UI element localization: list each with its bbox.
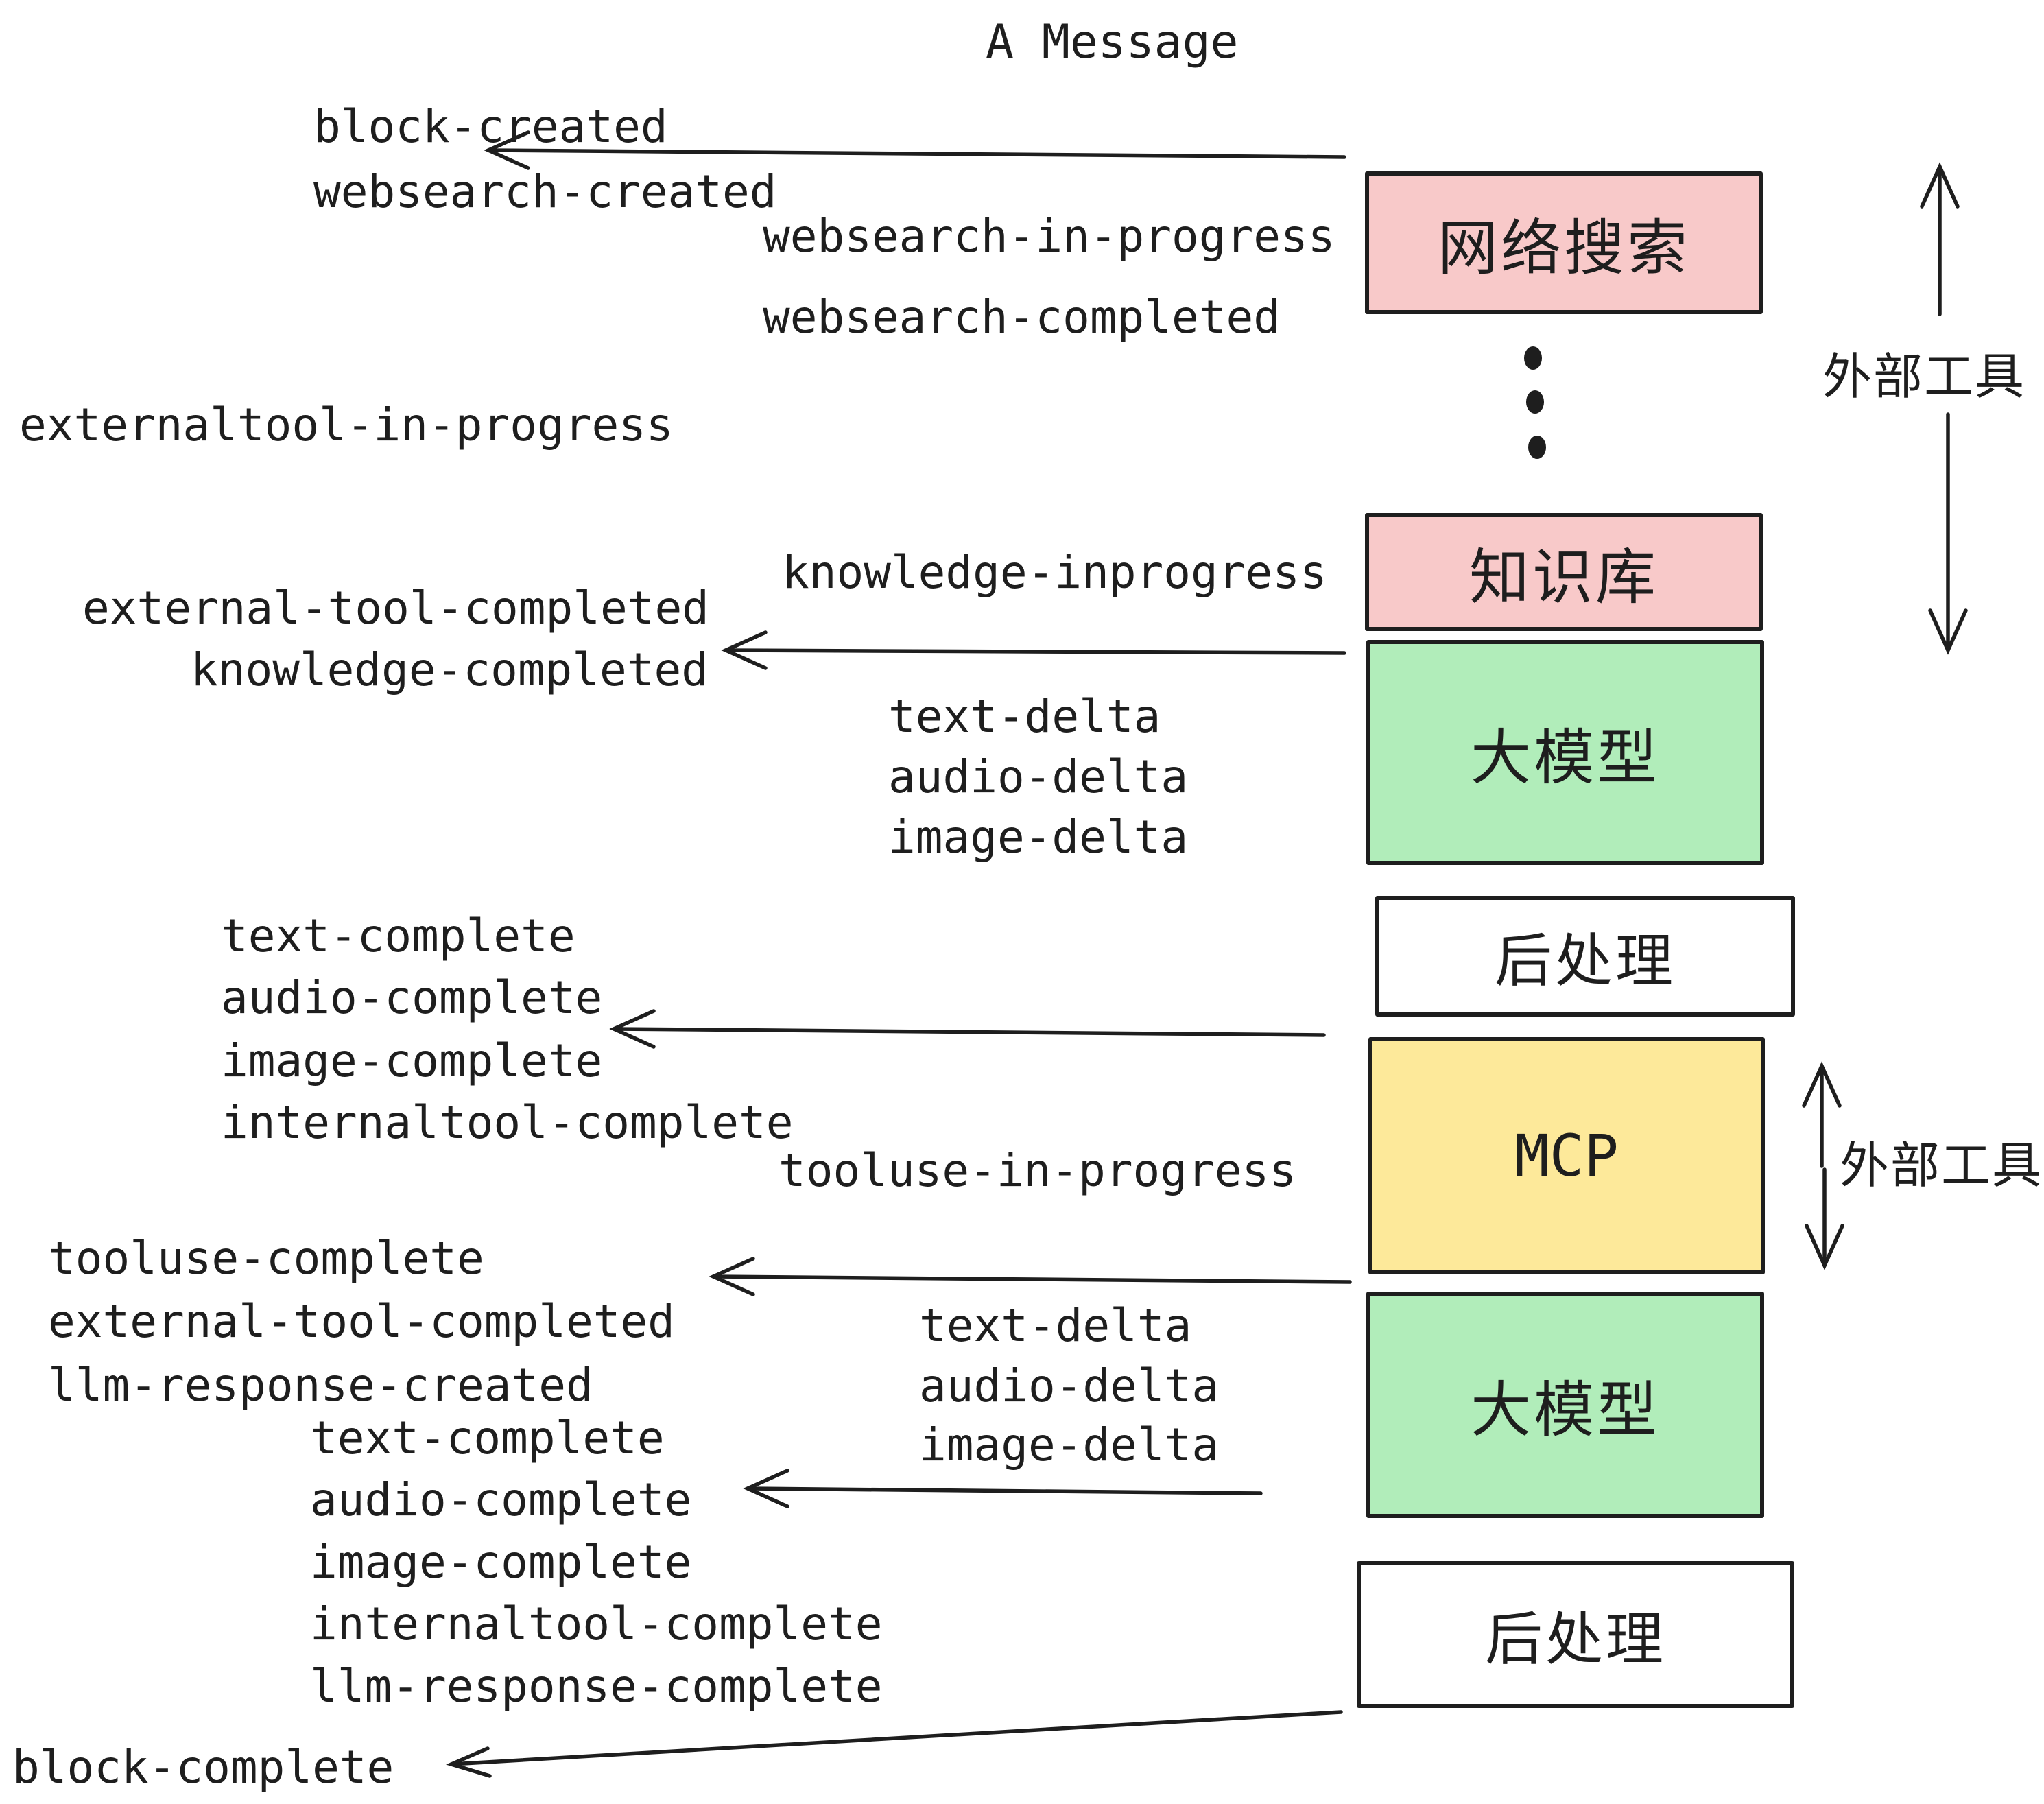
arrow-mcp-external-down	[1805, 1167, 1844, 1270]
node-postprocess-1: 后处理	[1375, 896, 1795, 1017]
label-websearch-in-progress: websearch-in-progress	[763, 210, 1335, 263]
label-tooluse-complete: tooluse-complete	[48, 1232, 484, 1285]
node-postprocess-2: 后处理	[1357, 1561, 1794, 1708]
label-image-complete: image-complete	[221, 1034, 603, 1087]
node-websearch: 网络搜索	[1365, 171, 1763, 314]
node-llm-2-label: 大模型	[1470, 1374, 1660, 1445]
label-block-complete: block-complete	[12, 1741, 394, 1794]
annotation-external-tools-top: 外部工具	[1822, 348, 2026, 405]
ellipsis-dots	[1524, 346, 1546, 459]
label-text-delta-2: text-delta	[919, 1299, 1192, 1352]
label-audio-complete: audio-complete	[221, 971, 603, 1024]
node-postprocess-2-label: 后处理	[1484, 1605, 1666, 1673]
node-llm-1-label: 大模型	[1470, 722, 1660, 793]
label-knowledge-completed: knowledge-completed	[191, 643, 709, 696]
arrow-block-complete	[446, 1710, 1343, 1778]
label-external-tool-completed-2: external-tool-completed	[48, 1295, 675, 1348]
label-external-tool-completed: external-tool-completed	[82, 582, 709, 634]
label-block-created: block-created	[313, 100, 668, 153]
label-llm-response-complete: llm-response-complete	[310, 1660, 883, 1713]
arrow-tooluse-complete	[709, 1257, 1352, 1296]
label-text-delta: text-delta	[888, 690, 1161, 743]
node-llm-2: 大模型	[1366, 1292, 1764, 1518]
label-image-delta-2: image-delta	[919, 1419, 1220, 1471]
arrow-websearch-created	[484, 130, 1346, 170]
label-internaltool-complete-2: internaltool-complete	[310, 1598, 883, 1650]
arrow-mcp-external-up	[1802, 1061, 1842, 1168]
label-audio-delta-2: audio-delta	[919, 1360, 1220, 1412]
label-internaltool-complete: internaltool-complete	[221, 1096, 794, 1149]
node-knowledge-label: 知识库	[1469, 541, 1659, 613]
label-audio-complete-2: audio-complete	[310, 1473, 692, 1526]
label-text-complete-2: text-complete	[310, 1412, 665, 1464]
node-mcp: MCP	[1368, 1037, 1765, 1274]
label-knowledge-inprogress: knowledge-inprogress	[782, 546, 1327, 599]
arrow-external-tools-down	[1928, 412, 1968, 655]
arrow-llm-complete	[743, 1469, 1263, 1508]
label-externaltool-in-progress: externaltool-in-progress	[19, 399, 674, 451]
label-tooluse-in-progress: tooluse-in-progress	[779, 1144, 1296, 1197]
node-websearch-label: 网络搜索	[1437, 212, 1690, 283]
node-postprocess-1-label: 后处理	[1494, 927, 1676, 995]
label-websearch-completed: websearch-completed	[763, 291, 1281, 344]
node-knowledge: 知识库	[1365, 513, 1763, 631]
node-mcp-label: MCP	[1514, 1122, 1619, 1189]
label-llm-response-created: llm-response-created	[48, 1359, 593, 1412]
annotation-external-tools-bottom: 外部工具	[1840, 1137, 2043, 1194]
label-websearch-created: websearch-created	[313, 165, 777, 218]
label-text-complete: text-complete	[221, 910, 575, 962]
arrow-external-tools-up	[1920, 162, 1960, 316]
arrow-knowledge-completed	[721, 630, 1346, 670]
label-image-delta: image-delta	[888, 811, 1189, 864]
label-audio-delta: audio-delta	[888, 750, 1189, 803]
node-llm-1: 大模型	[1366, 640, 1764, 865]
label-image-complete-2: image-complete	[310, 1536, 692, 1589]
page-title: A Message	[986, 15, 1239, 69]
arrow-internal-complete	[609, 1009, 1326, 1049]
